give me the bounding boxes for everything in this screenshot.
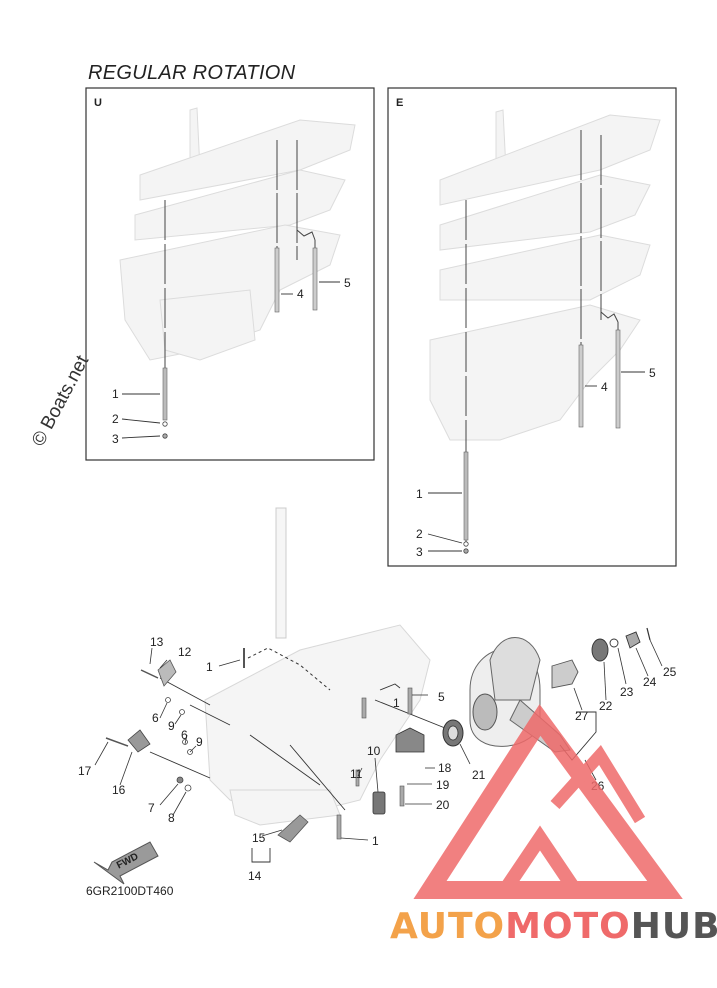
callout-1-top: 1 [206, 660, 213, 674]
panel-u-callout-5: 5 [344, 276, 351, 290]
logo-part-hub: HUB [630, 906, 717, 947]
panel-u-callout-3: 3 [112, 432, 119, 446]
main-assembly: FWD 1 1 1 5 6 6 [78, 507, 677, 898]
diagram-code: 6GR2100DT460 [86, 884, 174, 898]
callout-25: 25 [663, 665, 677, 679]
callout-11: 11 [350, 767, 363, 781]
panel-u-callout-4: 4 [297, 287, 304, 301]
callout-1-mid: 1 [393, 696, 400, 710]
panel-e-label: E [396, 97, 403, 109]
callout-21: 21 [472, 768, 486, 782]
callout-24: 24 [643, 675, 657, 689]
callout-12: 12 [178, 645, 192, 659]
callout-18: 18 [438, 761, 452, 775]
callout-15: 15 [252, 831, 266, 845]
diagram-title: REGULAR ROTATION [88, 62, 296, 84]
panel-e: E 1 2 3 4 5 [387, 87, 677, 567]
callout-5: 5 [438, 690, 445, 704]
callout-17: 17 [78, 764, 92, 778]
panel-e-callout-3: 3 [416, 545, 423, 559]
logo-part-moto: MOTO [505, 906, 631, 947]
callout-6-lower: 6 [181, 728, 188, 742]
panel-u-callout-2: 2 [112, 412, 119, 426]
panel-u-label: U [94, 97, 102, 109]
panel-e-callout-4: 4 [601, 380, 608, 394]
callout-10: 10 [367, 744, 381, 758]
callout-9-lower: 9 [196, 735, 203, 749]
callout-1-bottom: 1 [372, 834, 379, 848]
callout-14: 14 [248, 869, 262, 883]
panel-u-callout-1: 1 [112, 387, 119, 401]
callout-16: 16 [112, 783, 126, 797]
panel-e-callout-1: 1 [416, 487, 423, 501]
callout-7: 7 [148, 801, 155, 815]
callout-22: 22 [599, 699, 613, 713]
panel-e-callout-2: 2 [416, 527, 423, 541]
automotohub-logo-mark [413, 704, 683, 899]
callout-23: 23 [620, 685, 634, 699]
logo-part-auto: AUTO [390, 906, 506, 947]
automotohub-wordmark: AUTOMOTOHUB [390, 906, 717, 947]
callout-8: 8 [168, 811, 175, 825]
callout-20: 20 [436, 798, 450, 812]
callout-13: 13 [150, 635, 164, 649]
callout-6-upper: 6 [152, 711, 159, 725]
callout-19: 19 [436, 778, 450, 792]
panel-u: U 1 2 3 4 5 [85, 87, 375, 461]
callout-27: 27 [575, 709, 589, 723]
callout-9-upper: 9 [168, 719, 175, 733]
fwd-arrow-icon: FWD [93, 841, 159, 885]
panel-e-callout-5: 5 [649, 366, 656, 380]
